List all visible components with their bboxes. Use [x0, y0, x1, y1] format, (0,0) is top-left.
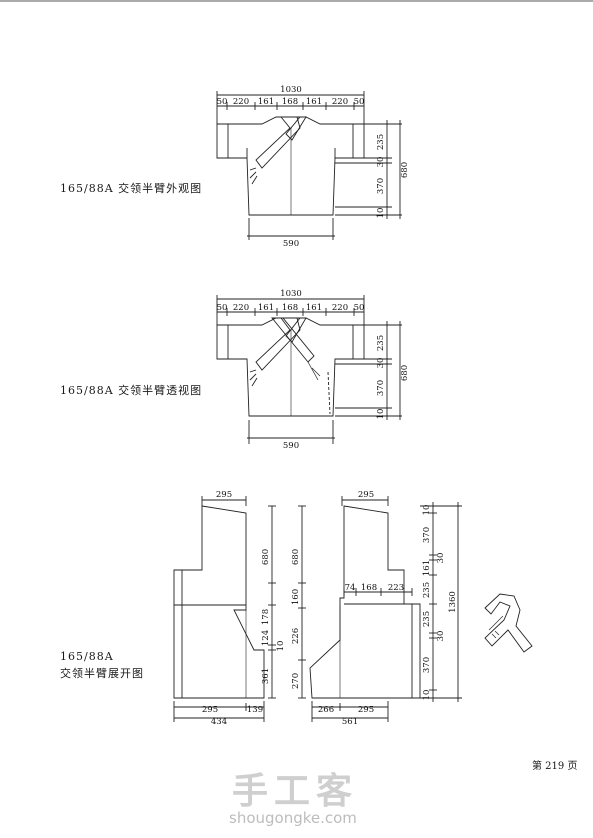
dim-right: 370 — [376, 380, 386, 396]
dim-total-width: 1030 — [280, 289, 302, 299]
pattern-caption-line1: 165/88A — [60, 650, 114, 663]
dim-seg: 161 — [422, 560, 432, 576]
exterior-view-caption: 165/88A 交领半臂外观图 — [60, 182, 203, 195]
dim-vertical: 160 — [291, 589, 301, 605]
dim-seg: 10 — [422, 505, 432, 516]
dim-segment: 220 — [233, 97, 249, 107]
dim-bottom: 295 — [358, 705, 374, 715]
dim-collar: 223 — [388, 583, 404, 593]
seethrough-view-drawing — [216, 295, 402, 444]
dim-segment: 50 — [217, 303, 228, 313]
dim-segment: 220 — [233, 303, 249, 313]
watermark-url: shougongke.com — [229, 809, 357, 827]
seethrough-view-dimensions: 1030 50 220 161 168 161 220 50 590 235 3… — [217, 289, 410, 451]
dim-vertical: 680 — [291, 549, 301, 565]
pattern-right-vertical-dimensions — [420, 502, 462, 702]
dim-segment: 50 — [354, 303, 365, 313]
dim-right: 370 — [376, 178, 386, 194]
dim-segment: 50 — [217, 97, 228, 107]
dim-collar: 74 — [345, 583, 356, 593]
exterior-view-dimensions: 1030 50 220 161 168 161 220 50 590 235 3… — [217, 85, 410, 249]
dim-segment: 168 — [282, 303, 298, 313]
dim-seg: 235 — [422, 582, 432, 598]
dim-bottom-total: 434 — [211, 717, 227, 727]
dim-vertical: 680 — [261, 549, 271, 565]
dim-segment: 220 — [332, 303, 348, 313]
dim-vertical: 361 — [261, 668, 271, 684]
dim-right-total: 680 — [400, 162, 410, 178]
dim-segment: 50 — [354, 97, 365, 107]
dim-segment: 161 — [306, 303, 322, 313]
pattern-right-vertical-labels: 10 370 30 161 235 235 30 370 10 1360 — [422, 505, 458, 701]
dim-segment: 168 — [282, 97, 298, 107]
page-number: 第 219 页 — [532, 761, 578, 772]
dim-seg: 370 — [422, 657, 432, 673]
seethrough-view-caption: 165/88A 交领半臂透视图 — [60, 384, 203, 397]
dim-total: 1360 — [448, 591, 458, 613]
pattern-left-dimensions: 295 680 178 124 10 361 295 139 434 — [202, 490, 286, 727]
dim-vertical: 124 — [261, 630, 271, 646]
dim-segment: 161 — [258, 97, 274, 107]
dim-top: 295 — [358, 490, 374, 500]
dim-seg: 235 — [422, 611, 432, 627]
dim-segment: 161 — [258, 303, 274, 313]
dim-bottom-total: 561 — [342, 717, 358, 727]
dim-right: 235 — [376, 134, 386, 150]
dim-segment: 220 — [332, 97, 348, 107]
dim-collar: 168 — [361, 583, 377, 593]
dim-seg: 30 — [436, 553, 446, 564]
dim-vertical: 270 — [291, 673, 301, 689]
dim-right: 30 — [376, 358, 386, 369]
dim-right: 235 — [376, 335, 386, 351]
dim-bottom: 266 — [318, 705, 334, 715]
dim-seg: 30 — [436, 631, 446, 642]
dim-total-width: 1030 — [280, 85, 302, 95]
pattern-right-piece — [298, 496, 421, 722]
dim-right: 10 — [376, 208, 386, 219]
dim-segment: 161 — [306, 97, 322, 107]
dim-vertical: 10 — [276, 641, 286, 652]
dim-vertical: 226 — [291, 628, 301, 644]
dim-right: 30 — [376, 157, 386, 168]
dim-top: 295 — [216, 490, 232, 500]
dim-seg: 370 — [422, 527, 432, 543]
pattern-caption-line2: 交领半臂展开图 — [60, 667, 144, 680]
dim-bottom: 139 — [247, 705, 263, 715]
exterior-view-drawing — [216, 91, 402, 240]
dim-seg: 10 — [422, 690, 432, 701]
dim-right: 10 — [376, 409, 386, 420]
pattern-right-dimensions: 295 680 160 226 270 74 168 223 266 295 5… — [291, 490, 404, 727]
dim-right-total: 680 — [400, 365, 410, 381]
watermark-logo: 手工客 — [232, 771, 359, 812]
dim-bottom-width: 590 — [283, 239, 299, 249]
collar-strip-drawing — [484, 593, 533, 653]
dim-bottom: 295 — [202, 705, 218, 715]
pattern-left-piece — [173, 496, 276, 722]
dim-bottom-width: 590 — [283, 441, 299, 451]
dim-vertical: 178 — [261, 609, 271, 625]
